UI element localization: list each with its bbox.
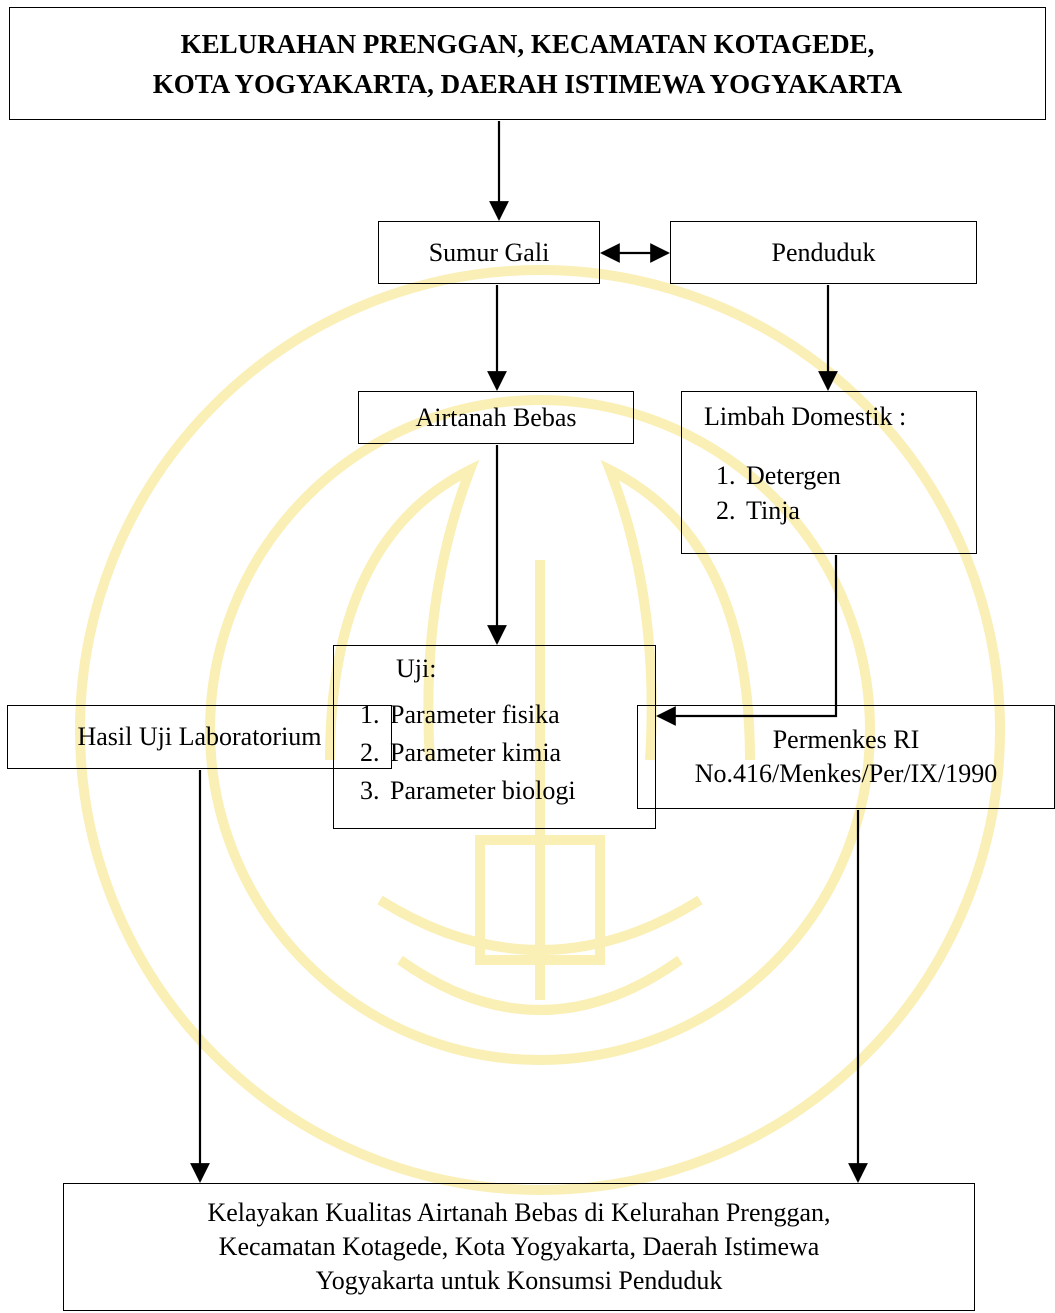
hasil-uji-box: Hasil Uji Laboratorium <box>7 705 392 769</box>
uji-list: 1. Parameter fisika 2. Parameter kimia 3. P… <box>360 696 576 810</box>
uji-item-label: Parameter biologi <box>390 776 576 805</box>
limbah-item-label: Detergen <box>746 461 841 490</box>
sumur-gali-box: Sumur Gali <box>378 221 600 284</box>
uji-item-label: Parameter fisika <box>390 700 560 729</box>
kelayakan-line-3: Yogyakarta untuk Konsumsi Penduduk <box>315 1265 723 1295</box>
limbah-heading: Limbah Domestik : <box>704 402 907 431</box>
permenkes-line-2: No.416/Menkes/Per/IX/1990 <box>694 759 998 788</box>
title-line-1: KELURAHAN PRENGGAN, KECAMATAN KOTAGEDE, <box>180 28 875 59</box>
limbah-item: 2. Tinja <box>716 493 841 528</box>
kelayakan-line-1: Kelayakan Kualitas Airtanah Bebas di Kel… <box>207 1198 831 1228</box>
uji-item: 2. Parameter kimia <box>360 734 576 772</box>
title-box: KELURAHAN PRENGGAN, KECAMATAN KOTAGEDE, … <box>9 7 1046 120</box>
kelayakan-box: Kelayakan Kualitas Airtanah Bebas di Kel… <box>63 1183 975 1311</box>
uji-box: Uji: 1. Parameter fisika 2. Parameter kimi… <box>333 645 656 829</box>
penduduk-box: Penduduk <box>670 221 977 284</box>
airtanah-bebas-label: Airtanah Bebas <box>415 402 577 432</box>
airtanah-bebas-box: Airtanah Bebas <box>358 391 634 444</box>
limbah-domestik-box: Limbah Domestik : 1. Detergen 2. Tinja <box>681 391 977 554</box>
limbah-list: 1. Detergen 2. Tinja <box>716 458 841 528</box>
hasil-uji-label: Hasil Uji Laboratorium <box>77 722 322 752</box>
sumur-gali-label: Sumur Gali <box>428 237 550 267</box>
arrow-limbah-to-uji <box>656 555 838 726</box>
permenkes-box: Permenkes RI No.416/Menkes/Per/IX/1990 <box>637 705 1055 809</box>
kelayakan-line-2: Kecamatan Kotagede, Kota Yogyakarta, Dae… <box>218 1232 820 1262</box>
limbah-item-number: 1. <box>716 461 736 490</box>
uji-item-number: 1. <box>360 700 380 729</box>
title-line-2: KOTA YOGYAKARTA, DAERAH ISTIMEWA YOGYAKA… <box>152 68 903 99</box>
limbah-item: 1. Detergen <box>716 458 841 493</box>
uji-heading: Uji: <box>396 654 437 683</box>
uji-item: 3. Parameter biologi <box>360 772 576 810</box>
penduduk-label: Penduduk <box>771 237 876 267</box>
permenkes-line-1: Permenkes RI <box>772 725 920 755</box>
limbah-item-number: 2. <box>716 496 736 525</box>
uji-item-label: Parameter kimia <box>390 738 562 767</box>
uji-item: 1. Parameter fisika <box>360 696 576 734</box>
limbah-item-label: Tinja <box>746 496 800 525</box>
uji-item-number: 3. <box>360 776 380 805</box>
uji-item-number: 2. <box>360 738 380 767</box>
